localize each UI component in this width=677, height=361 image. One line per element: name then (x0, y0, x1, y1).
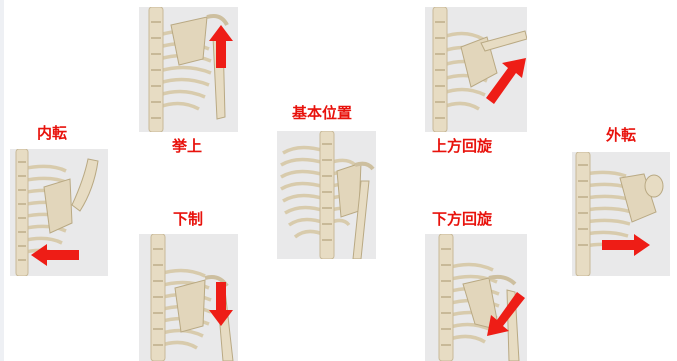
label-neutral: 基本位置 (292, 104, 352, 122)
label-depression: 下制 (173, 210, 203, 228)
arrow-right-icon (602, 234, 650, 256)
skeleton-panel-neutral (277, 131, 376, 259)
arrow-left-icon (31, 244, 79, 266)
label-external-rotation: 外転 (606, 126, 636, 144)
arrow-down-left-icon (487, 292, 525, 336)
label-downward-rotation: 下方回旋 (432, 210, 492, 228)
arrow-up-right-icon (486, 58, 526, 104)
label-internal-rotation: 内転 (37, 124, 67, 142)
skeleton-panel-external-rotation (572, 152, 670, 276)
arrow-up-icon (209, 25, 233, 68)
arrow-down-icon (209, 282, 233, 326)
skeleton-illustration (277, 131, 376, 259)
label-upward-rotation: 上方回旋 (432, 137, 492, 155)
label-elevation: 挙上 (172, 137, 202, 155)
skeleton-illustration (572, 152, 670, 276)
left-edge-strip (0, 0, 4, 361)
